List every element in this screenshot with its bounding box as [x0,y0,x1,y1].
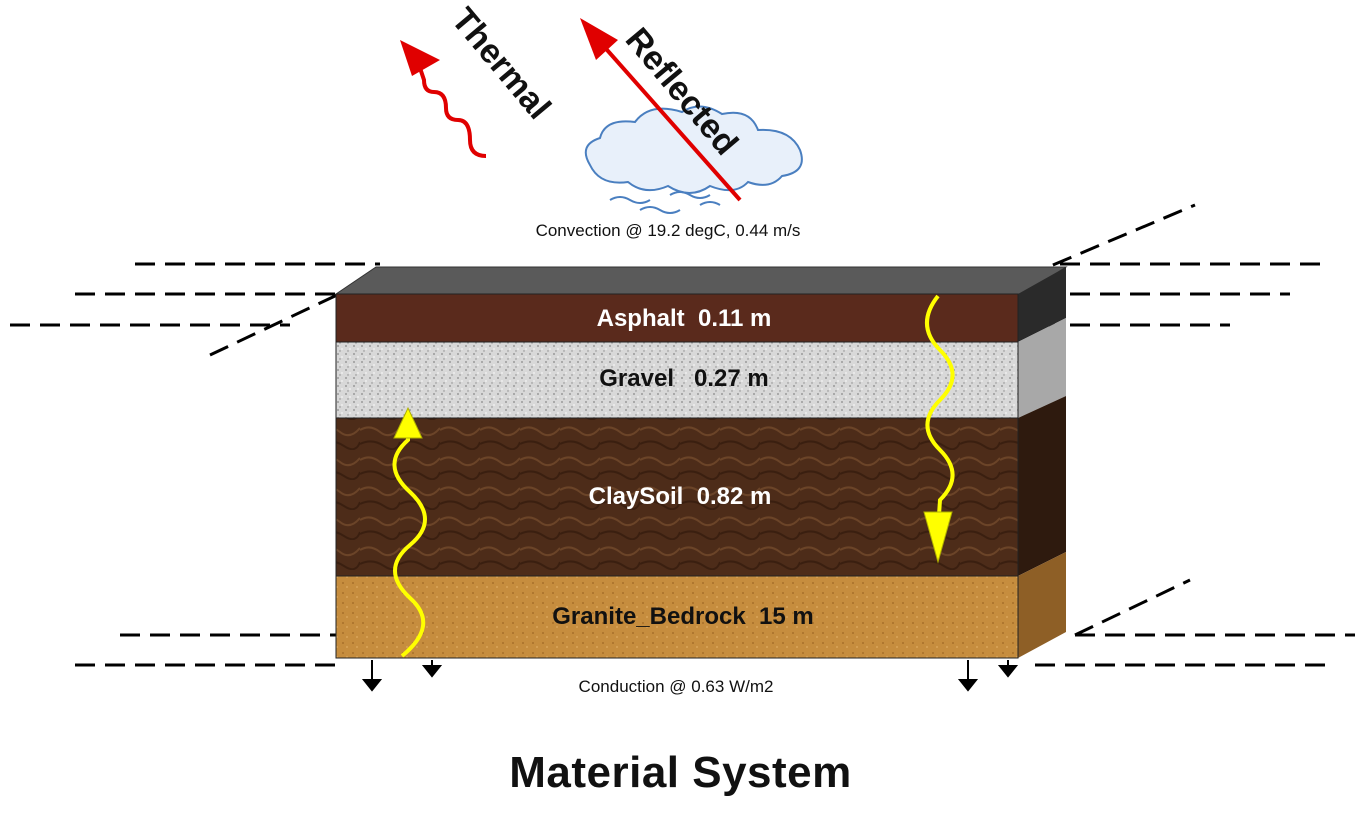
asphalt-layer [335,293,1019,343]
thermal-label: Thermal [444,1,558,127]
convection-label: Convection @ 19.2 degC, 0.44 m/s [536,221,801,240]
downward-heat-flow-arrow [923,294,955,564]
asphalt-side-face [1018,267,1066,342]
granite-layer [335,575,1019,659]
diagram-caption: Material System [509,748,852,797]
conduction-label: Conduction @ 0.63 W/m2 [579,677,774,696]
block-top-face [334,266,1068,295]
thermal-radiation-arrow [400,40,487,158]
claysoil-label: ClaySoil 0.82 m [589,483,772,510]
granite-side-face [1018,552,1066,658]
claysoil-layer [335,417,1019,577]
gravel-layer [335,341,1019,419]
upward-heat-flow-arrow [392,406,427,658]
granite-label: Granite_Bedrock 15 m [552,603,813,630]
gravel-label: Gravel 0.27 m [599,365,768,392]
conduction-ground-arrows [361,660,1019,692]
asphalt-label: Asphalt 0.11 m [597,305,772,332]
clay-side-face [1018,396,1066,576]
reflected-radiation-arrow [580,18,742,202]
gravel-side-face [1018,318,1066,418]
